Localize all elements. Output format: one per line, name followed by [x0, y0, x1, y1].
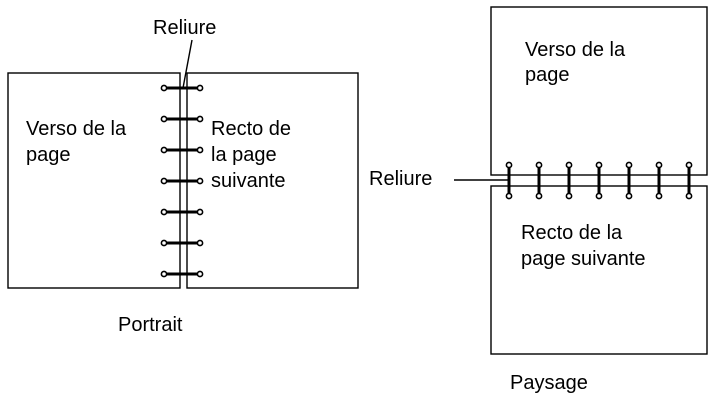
landscape-binding-ring: [655, 161, 663, 200]
landscape-binding-ring: [625, 161, 633, 200]
landscape-binding-ring: [535, 161, 543, 200]
portrait-binding-ring: [160, 146, 204, 154]
landscape-binding-label: Reliure: [369, 168, 432, 190]
landscape-binding-ring: [685, 161, 693, 200]
landscape-bottom-page-text-2: page suivante: [521, 248, 646, 270]
landscape-binding-ring: [565, 161, 573, 200]
portrait-left-page: [7, 72, 181, 289]
landscape-caption: Paysage: [510, 372, 588, 394]
portrait-left-page-text-1: Verso de la: [26, 118, 127, 140]
portrait-binding-ring: [160, 177, 204, 185]
portrait-right-page: [186, 72, 359, 289]
landscape-diagram: Reliure Verso de la page Recto de la pag…: [369, 6, 708, 394]
portrait-binding-ring: [160, 208, 204, 216]
portrait-binding-ring: [160, 115, 204, 123]
portrait-binding-ring: [160, 239, 204, 247]
portrait-right-page-text-2: la page: [211, 144, 277, 166]
landscape-bottom-page-text-1: Recto de la: [521, 222, 623, 244]
portrait-binding-label: Reliure: [153, 17, 216, 39]
landscape-bottom-page: [490, 185, 708, 355]
portrait-binding-ring: [160, 270, 204, 278]
portrait-left-page-text-2: page: [26, 144, 71, 166]
portrait-caption: Portrait: [118, 314, 183, 336]
landscape-top-page-text-1: Verso de la: [525, 39, 626, 61]
portrait-binding-ring: [160, 84, 204, 92]
portrait-right-page-text-1: Recto de: [211, 118, 291, 140]
portrait-right-page-text-3: suivante: [211, 170, 286, 192]
landscape-binding-rings: [505, 161, 693, 200]
landscape-binding-ring: [595, 161, 603, 200]
portrait-binding-rings: [160, 84, 204, 278]
portrait-diagram: Reliure Verso de la page Recto de la pag…: [7, 17, 359, 336]
portrait-binding-leader: [182, 39, 193, 89]
landscape-top-page-text-2: page: [525, 64, 570, 86]
landscape-top-page: [490, 6, 708, 176]
